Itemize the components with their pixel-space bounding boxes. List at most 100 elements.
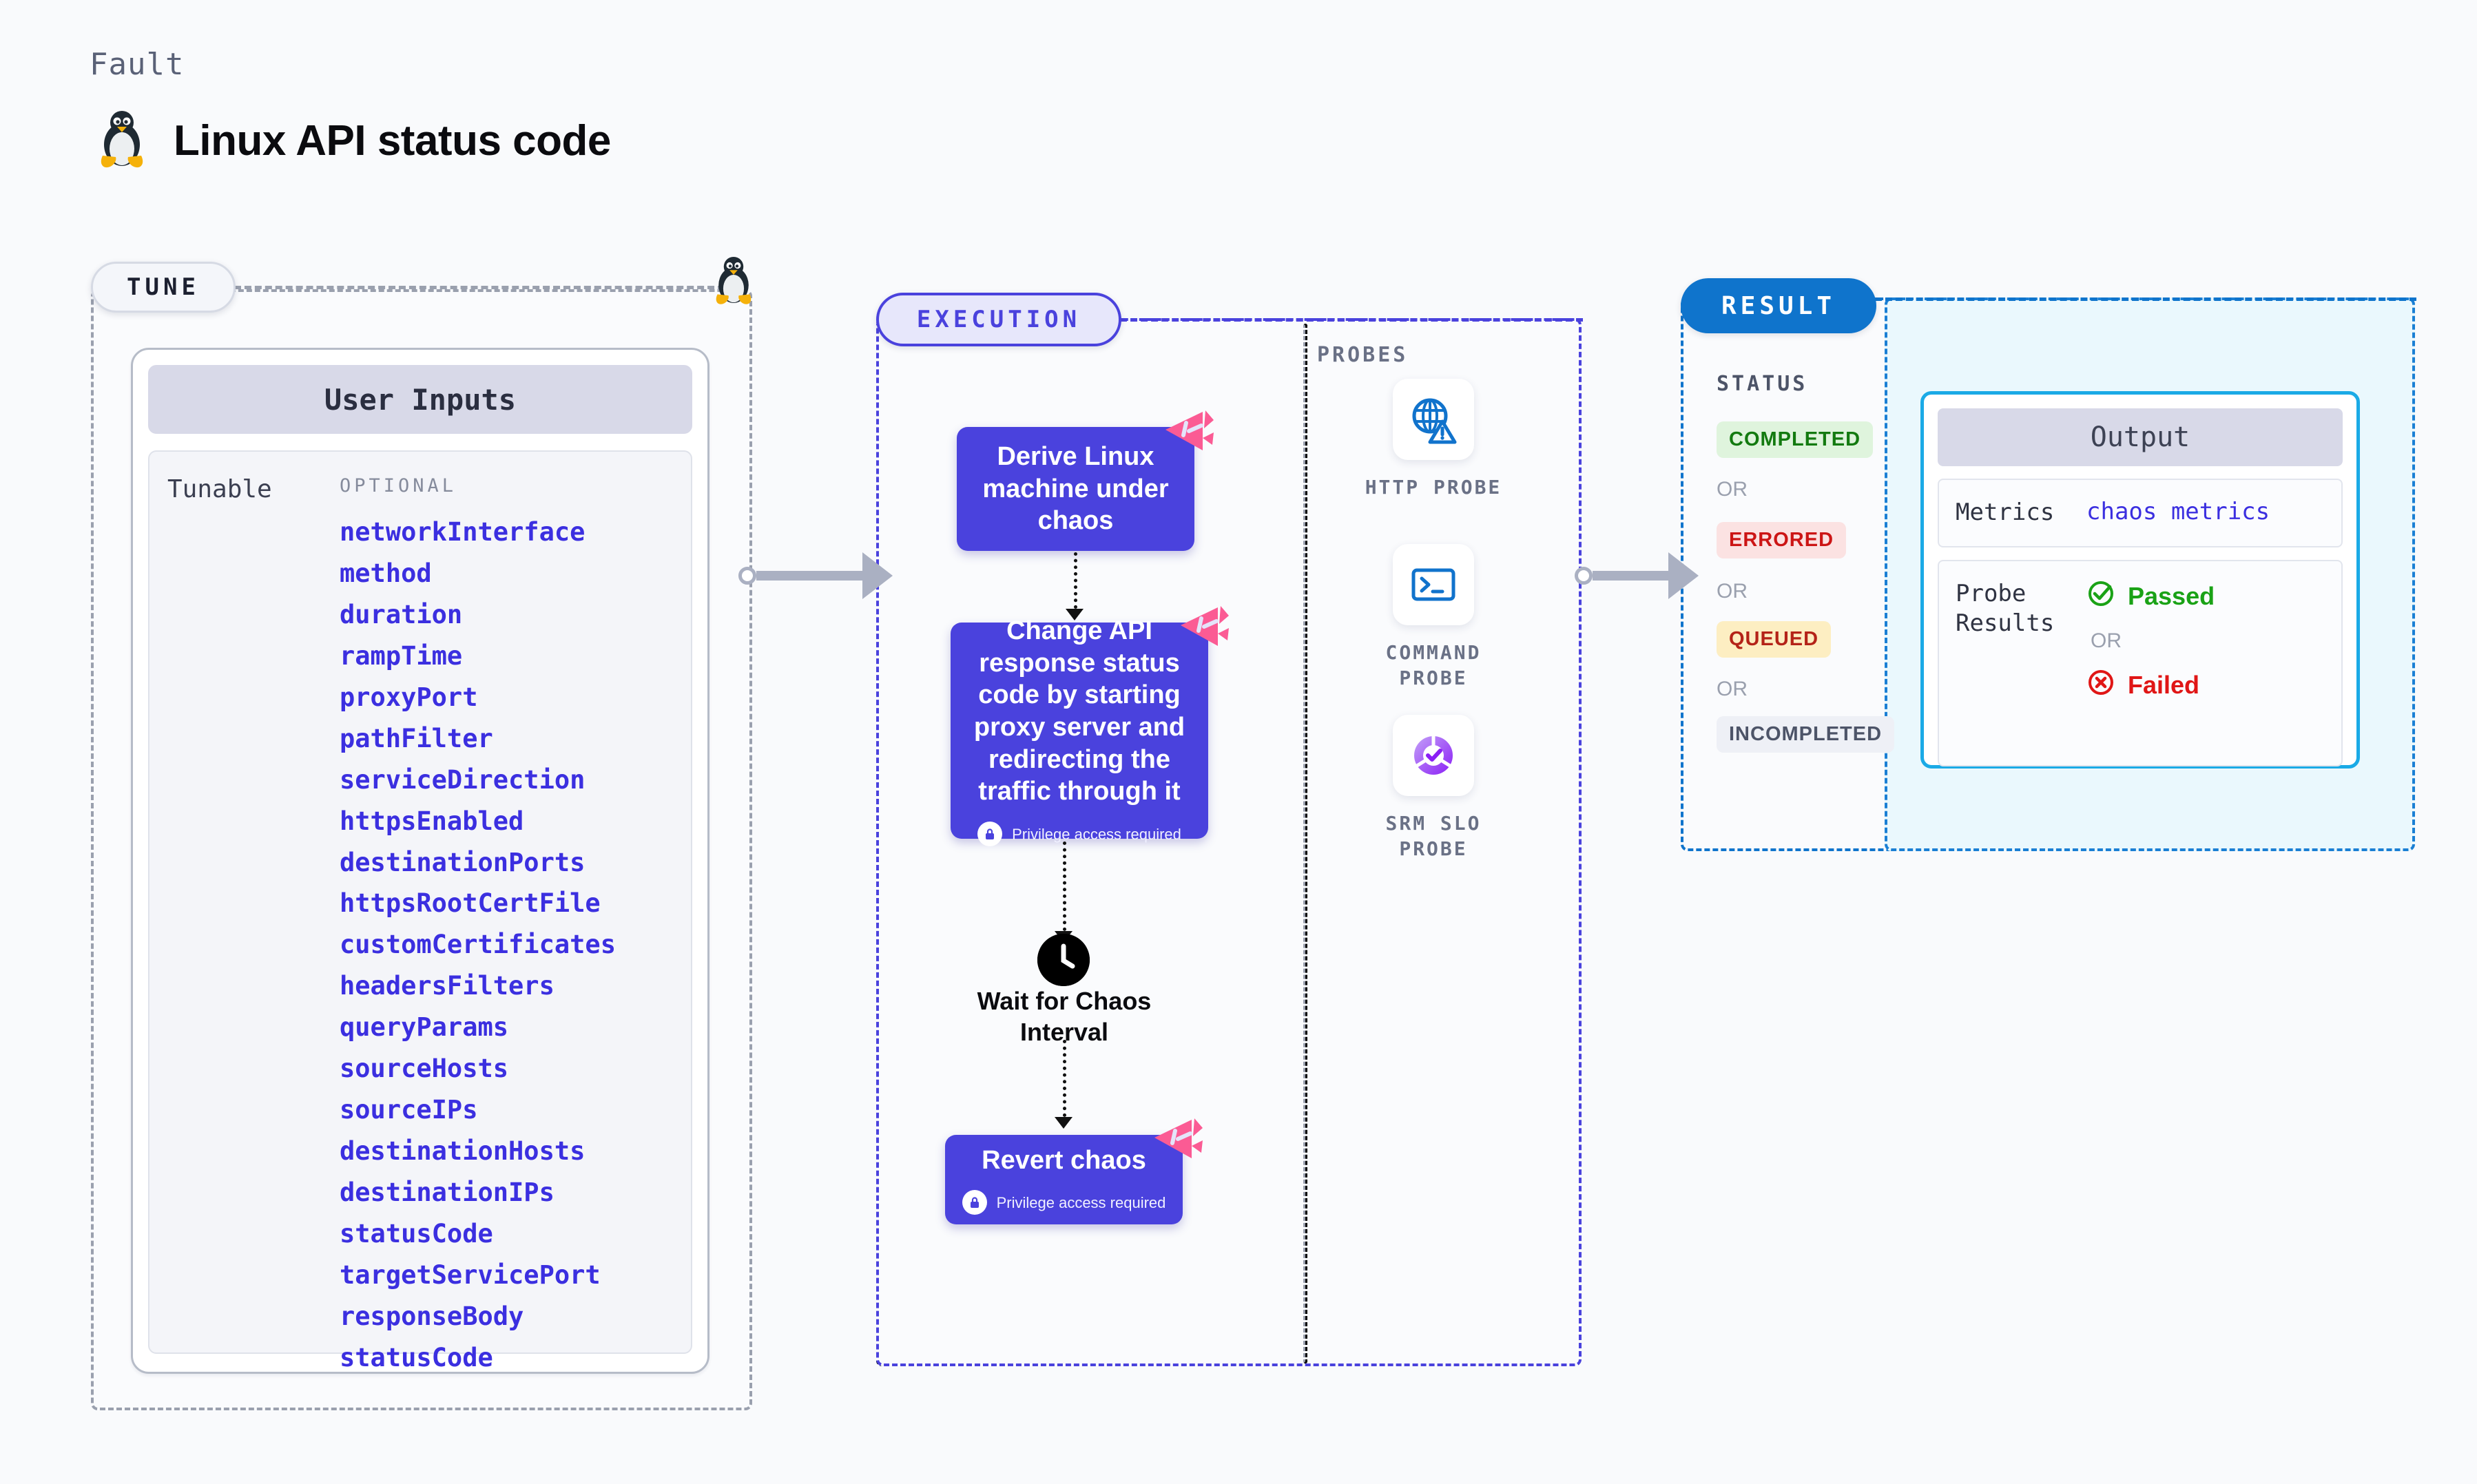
page-title-row: Linux API status code	[96, 110, 611, 171]
probe-results-key: Probe Results	[1956, 579, 2055, 638]
param-item[interactable]: duration	[340, 599, 463, 629]
execution-leader-line	[1120, 318, 1583, 322]
output-title: Output	[1938, 408, 2343, 466]
param-item[interactable]: sourceIPs	[340, 1095, 478, 1125]
output-metrics-row: Metrics chaos metrics	[1938, 479, 2343, 547]
connector-arrowhead	[862, 552, 893, 599]
param-item[interactable]: sourceHosts	[340, 1054, 509, 1084]
failed-label: Failed	[2128, 671, 2200, 700]
optional-params-column: OPTIONAL networkInterface method duratio…	[340, 475, 673, 1372]
status-badge-incompleted: INCOMPLETED	[1717, 716, 1895, 753]
user-inputs-card: User Inputs Tunable OPTIONAL networkInte…	[131, 348, 709, 1374]
node-text: Derive Linux machine under chaos	[982, 441, 1169, 536]
tunable-column: Tunable	[167, 475, 340, 1329]
param-item[interactable]: destinationPorts	[340, 847, 585, 877]
param-item[interactable]: serviceDirection	[340, 764, 585, 795]
result-section-pill[interactable]: RESULT	[1681, 278, 1876, 333]
slo-donut-check-icon	[1393, 715, 1474, 796]
param-item[interactable]: targetServicePort	[340, 1260, 601, 1290]
privilege-note: Privilege access required	[962, 1190, 1166, 1215]
privilege-label: Privilege access required	[1012, 825, 1181, 843]
param-item[interactable]: networkInterface	[340, 517, 585, 547]
terminal-icon	[1393, 544, 1474, 625]
probes-title: PROBES	[1317, 343, 1409, 367]
flow-connector-line	[1074, 552, 1077, 609]
status-badge-queued: QUEUED	[1717, 621, 1832, 658]
status-title: STATUS	[1717, 372, 1808, 396]
execution-node-revert-chaos[interactable]: Revert chaos Privilege access required	[945, 1135, 1183, 1224]
probe-or-label: OR	[2091, 629, 2122, 652]
result-leader-line	[1875, 297, 2416, 301]
linux-tux-penguin-icon	[96, 110, 147, 171]
param-item[interactable]: rampTime	[340, 640, 463, 671]
tunable-label: Tunable	[167, 475, 272, 503]
param-item[interactable]: statusCode	[340, 1218, 493, 1248]
probe-result-passed: Passed	[2086, 579, 2215, 614]
execution-to-result-connector	[1575, 552, 1699, 599]
param-item[interactable]: queryParams	[340, 1012, 509, 1043]
status-or-label: OR	[1717, 478, 1748, 501]
probe-result-failed: Failed	[2086, 668, 2215, 703]
param-item[interactable]: destinationIPs	[340, 1178, 555, 1207]
tune-section-pill[interactable]: TUNE	[91, 262, 236, 313]
probe-label: COMMAND PROBE	[1385, 641, 1482, 689]
output-card: Output Metrics chaos metrics Probe Resul…	[1920, 391, 2360, 769]
privilege-label: Privilege access required	[996, 1193, 1166, 1211]
connector-bar	[1593, 571, 1670, 581]
probe-results-values: Passed OR Failed	[2086, 579, 2215, 703]
fault-kicker: Fault	[90, 47, 185, 82]
node-text: Change API response status code by start…	[973, 616, 1185, 806]
probe-label: SRM SLO PROBE	[1385, 812, 1482, 860]
flow-connector-arrow	[1055, 1117, 1072, 1129]
param-item[interactable]: statusCode	[340, 1342, 493, 1372]
x-circle-icon	[2086, 668, 2115, 703]
lock-icon	[962, 1190, 987, 1215]
param-item[interactable]: responseBody	[340, 1301, 524, 1331]
param-item[interactable]: pathFilter	[340, 723, 493, 753]
param-item[interactable]: httpsRootCertFile	[340, 888, 601, 919]
connector-arrowhead	[1668, 552, 1699, 599]
execution-probes-divider	[1303, 324, 1307, 1363]
status-or-label: OR	[1717, 678, 1748, 700]
probe-command[interactable]: COMMAND PROBE	[1354, 544, 1513, 691]
flow-connector-arrow	[1066, 609, 1084, 620]
param-item[interactable]: method	[340, 558, 432, 588]
globe-warning-icon	[1393, 379, 1474, 460]
probe-srm-slo[interactable]: SRM SLO PROBE	[1354, 715, 1513, 862]
status-badge-completed: COMPLETED	[1717, 421, 1874, 458]
probe-http[interactable]: HTTP PROBE	[1354, 379, 1513, 501]
output-probe-results-row: Probe Results Passed OR	[1938, 559, 2343, 766]
passed-label: Passed	[2128, 582, 2215, 611]
optional-label: OPTIONAL	[340, 475, 457, 497]
flow-connector-line	[1063, 1040, 1066, 1117]
execution-node-derive-machine[interactable]: Derive Linux machine under chaos	[957, 427, 1194, 551]
node-text: Revert chaos	[982, 1145, 1146, 1175]
tune-to-execution-connector	[738, 552, 893, 599]
param-item[interactable]: headersFilters	[340, 971, 555, 1001]
param-item[interactable]: httpsEnabled	[340, 806, 524, 836]
connector-bar	[756, 571, 864, 581]
check-circle-icon	[2086, 579, 2115, 614]
connector-start-dot	[1575, 567, 1593, 585]
metrics-key: Metrics	[1956, 499, 2055, 526]
execution-section-pill[interactable]: EXECUTION	[876, 293, 1121, 346]
page-title: Linux API status code	[174, 116, 611, 165]
user-inputs-title: User Inputs	[148, 365, 692, 434]
param-item[interactable]: proxyPort	[340, 682, 478, 712]
tune-leader-line	[234, 286, 725, 289]
probe-label: HTTP PROBE	[1365, 476, 1502, 499]
execution-node-change-status-code[interactable]: Change API response status code by start…	[951, 616, 1208, 847]
connector-start-dot	[738, 567, 756, 585]
linux-tux-corner-icon	[712, 256, 755, 311]
lock-icon	[977, 822, 1003, 847]
user-inputs-body: Tunable OPTIONAL networkInterface method…	[148, 450, 692, 1372]
status-badge-errored: ERRORED	[1717, 522, 1847, 558]
metrics-value[interactable]: chaos metrics	[2086, 498, 2270, 525]
privilege-note: Privilege access required	[977, 822, 1181, 847]
param-item[interactable]: customCertificates	[340, 930, 616, 960]
flow-connector-line	[1063, 842, 1066, 931]
param-item[interactable]: destinationHosts	[340, 1136, 585, 1167]
wait-clock-icon	[1026, 934, 1101, 986]
wait-for-chaos-interval-label: Wait for Chaos Interval	[977, 987, 1152, 1046]
status-or-label: OR	[1717, 580, 1748, 603]
